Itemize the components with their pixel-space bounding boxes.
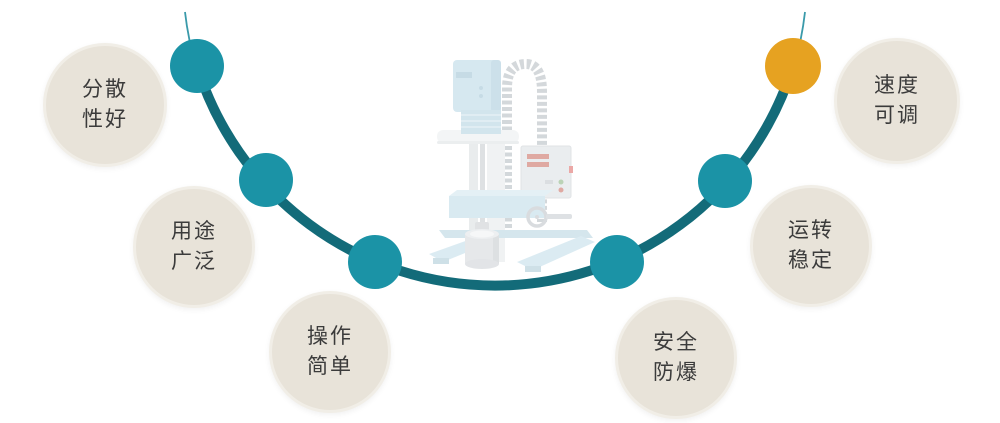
node-dot-6-highlight — [765, 38, 821, 94]
sample-container — [465, 222, 499, 269]
feature-bubble-usage: 用途 广泛 — [133, 186, 255, 308]
node-dot-3 — [348, 235, 402, 289]
feature-label: 安全 — [653, 331, 699, 354]
feature-label: 性好 — [82, 108, 128, 131]
handwheel — [526, 206, 572, 228]
node-dot-5 — [698, 154, 752, 208]
feature-bubble-speed: 速度 可调 — [834, 38, 960, 164]
feature-label: 用途 — [171, 220, 217, 243]
node-dot-2 — [239, 153, 293, 207]
feature-bubble-operation: 操作 简单 — [269, 291, 391, 413]
feature-bubble-stability: 运转 稳定 — [750, 185, 872, 307]
feature-label: 分散 — [82, 78, 128, 101]
feature-label: 操作 — [307, 325, 353, 348]
feature-label: 运转 — [788, 219, 834, 242]
feature-label: 速度 — [874, 74, 920, 97]
node-dot-4 — [590, 235, 644, 289]
feature-label: 可调 — [874, 104, 920, 127]
feature-bubble-dispersibility: 分散 性好 — [43, 43, 167, 167]
feature-label: 简单 — [307, 355, 353, 378]
control-panel — [520, 145, 573, 199]
feature-label: 广泛 — [171, 250, 217, 273]
feature-label: 稳定 — [788, 249, 834, 272]
feature-label: 防爆 — [653, 361, 699, 384]
node-dot-1 — [170, 39, 224, 93]
disperser-machine-illustration — [429, 58, 595, 272]
feature-bubble-safety: 安全 防爆 — [615, 297, 737, 419]
machine-base — [429, 230, 595, 272]
